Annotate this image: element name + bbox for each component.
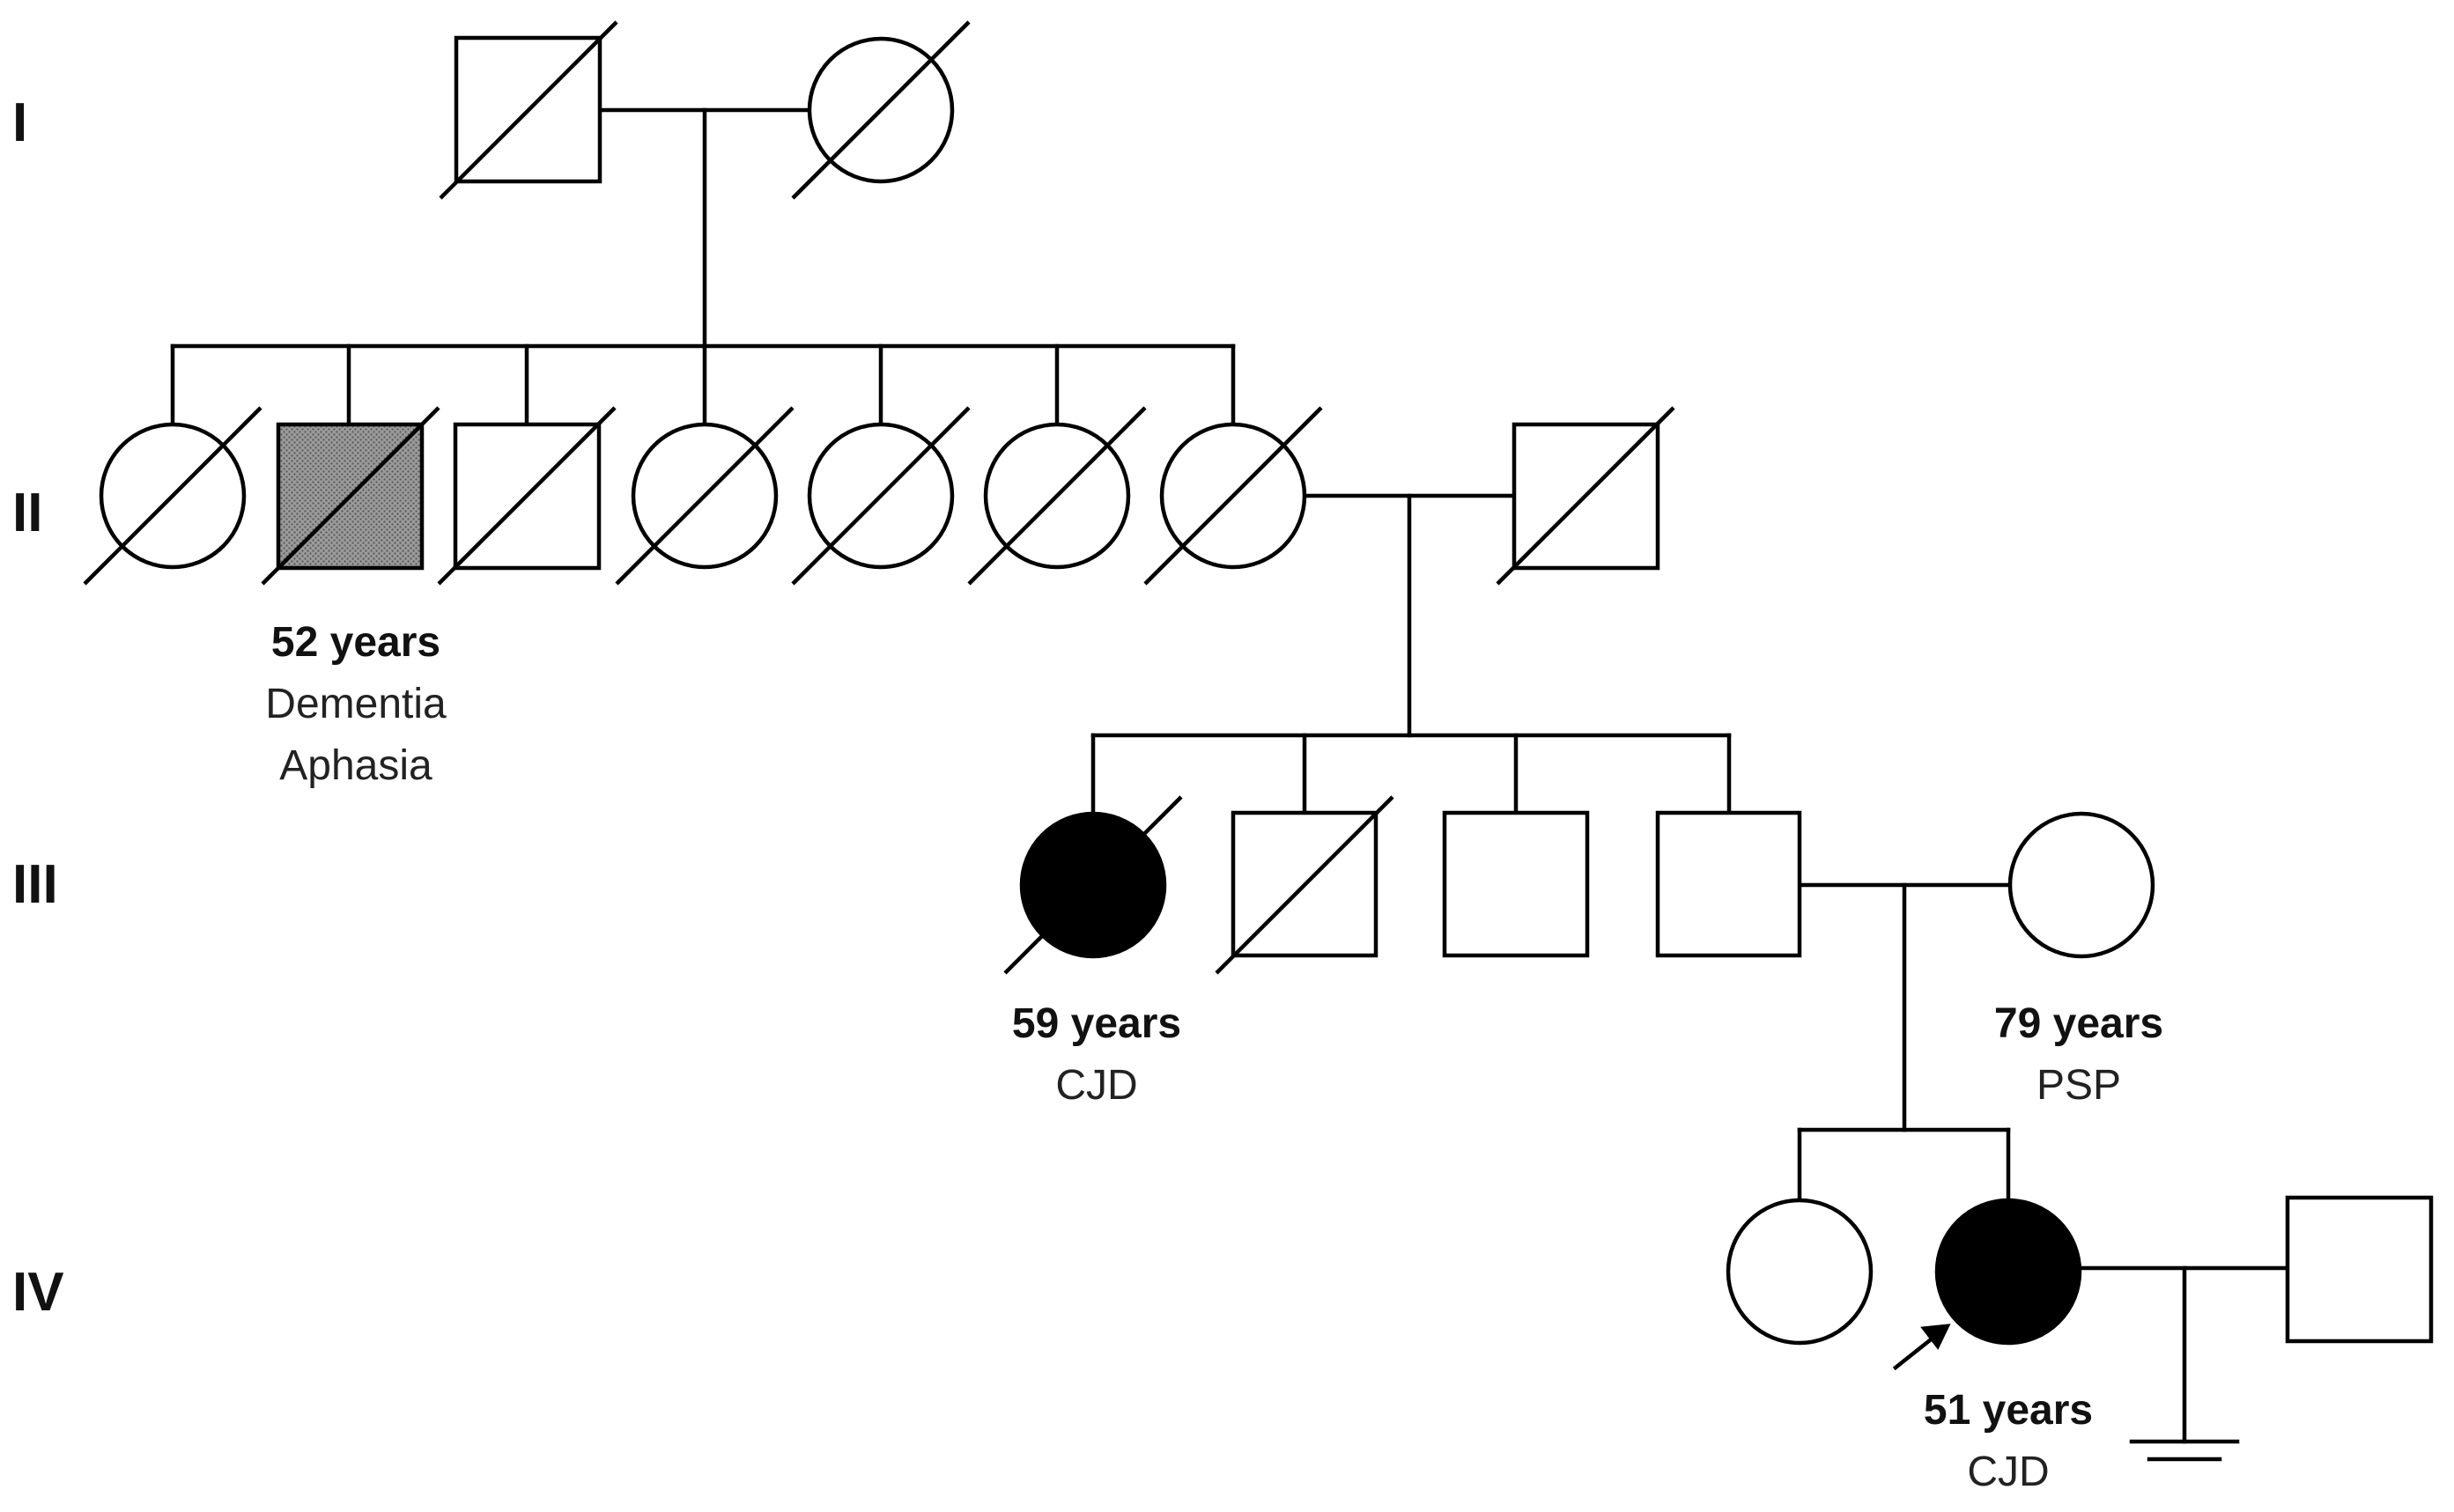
- deceased-slash-iii-1: [1003, 795, 1183, 975]
- generation-label-ii: II: [12, 483, 42, 543]
- age-label-iii-1: 59 years: [1012, 1000, 1181, 1047]
- gen-iv-individuals: [1726, 1195, 2434, 1371]
- age-label-iii-5: 79 years: [1994, 1000, 2163, 1047]
- proband-arrow-icon: [1892, 1324, 1951, 1371]
- deceased-slash-ii-2: [261, 406, 440, 586]
- generation-label-iv: IV: [12, 1262, 64, 1323]
- individual-iv-3-male: [2285, 1195, 2434, 1344]
- deceased-slash-ii-5: [791, 406, 971, 586]
- individual-iv-1-female: [1726, 1198, 1874, 1346]
- diagnosis-label-ii-2-b: Aphasia: [279, 742, 432, 789]
- individual-iv-2-female-proband: [1934, 1198, 2082, 1346]
- annotation-iii-1: 59 years CJD: [1012, 1000, 1181, 1109]
- individual-iii-3-male: [1442, 810, 1590, 958]
- age-label-iv-2: 51 years: [1924, 1387, 2093, 1434]
- diagnosis-label-iii-5: PSP: [2036, 1062, 2121, 1109]
- generation-label-iii: III: [12, 854, 58, 915]
- deceased-slash-ii-3: [437, 406, 617, 586]
- diagnosis-label-iv-2: CJD: [1967, 1449, 2049, 1495]
- diagnosis-label-iii-1: CJD: [1055, 1062, 1137, 1109]
- deceased-slash-ii-6: [967, 406, 1147, 586]
- deceased-slash-ii-1: [83, 406, 262, 586]
- diagnosis-label-ii-2-a: Dementia: [265, 681, 447, 727]
- deceased-slash-i-1: [439, 20, 618, 200]
- gen-ii-individuals: [83, 406, 1675, 586]
- annotation-iii-5: 79 years PSP: [1994, 1000, 2163, 1109]
- annotation-ii-2: 52 years Dementia Aphasia: [265, 619, 447, 789]
- deceased-slash-ii-7: [1143, 406, 1323, 586]
- individual-iii-5-female: [2007, 811, 2155, 959]
- pedigree-lines: [170, 107, 2290, 1462]
- deceased-slash-ii-8: [1496, 406, 1675, 586]
- age-label-ii-2: 52 years: [271, 619, 440, 666]
- gen-i-individuals: [439, 20, 971, 200]
- deceased-slash-ii-4: [615, 406, 795, 586]
- generation-label-i: I: [12, 92, 27, 153]
- individual-iii-4-male: [1655, 810, 1802, 958]
- deceased-slash-i-2: [791, 20, 971, 200]
- deceased-slash-iii-2: [1215, 795, 1394, 975]
- gen-iii-individuals: [1003, 795, 2155, 975]
- annotation-iv-2: 51 years CJD: [1924, 1387, 2093, 1495]
